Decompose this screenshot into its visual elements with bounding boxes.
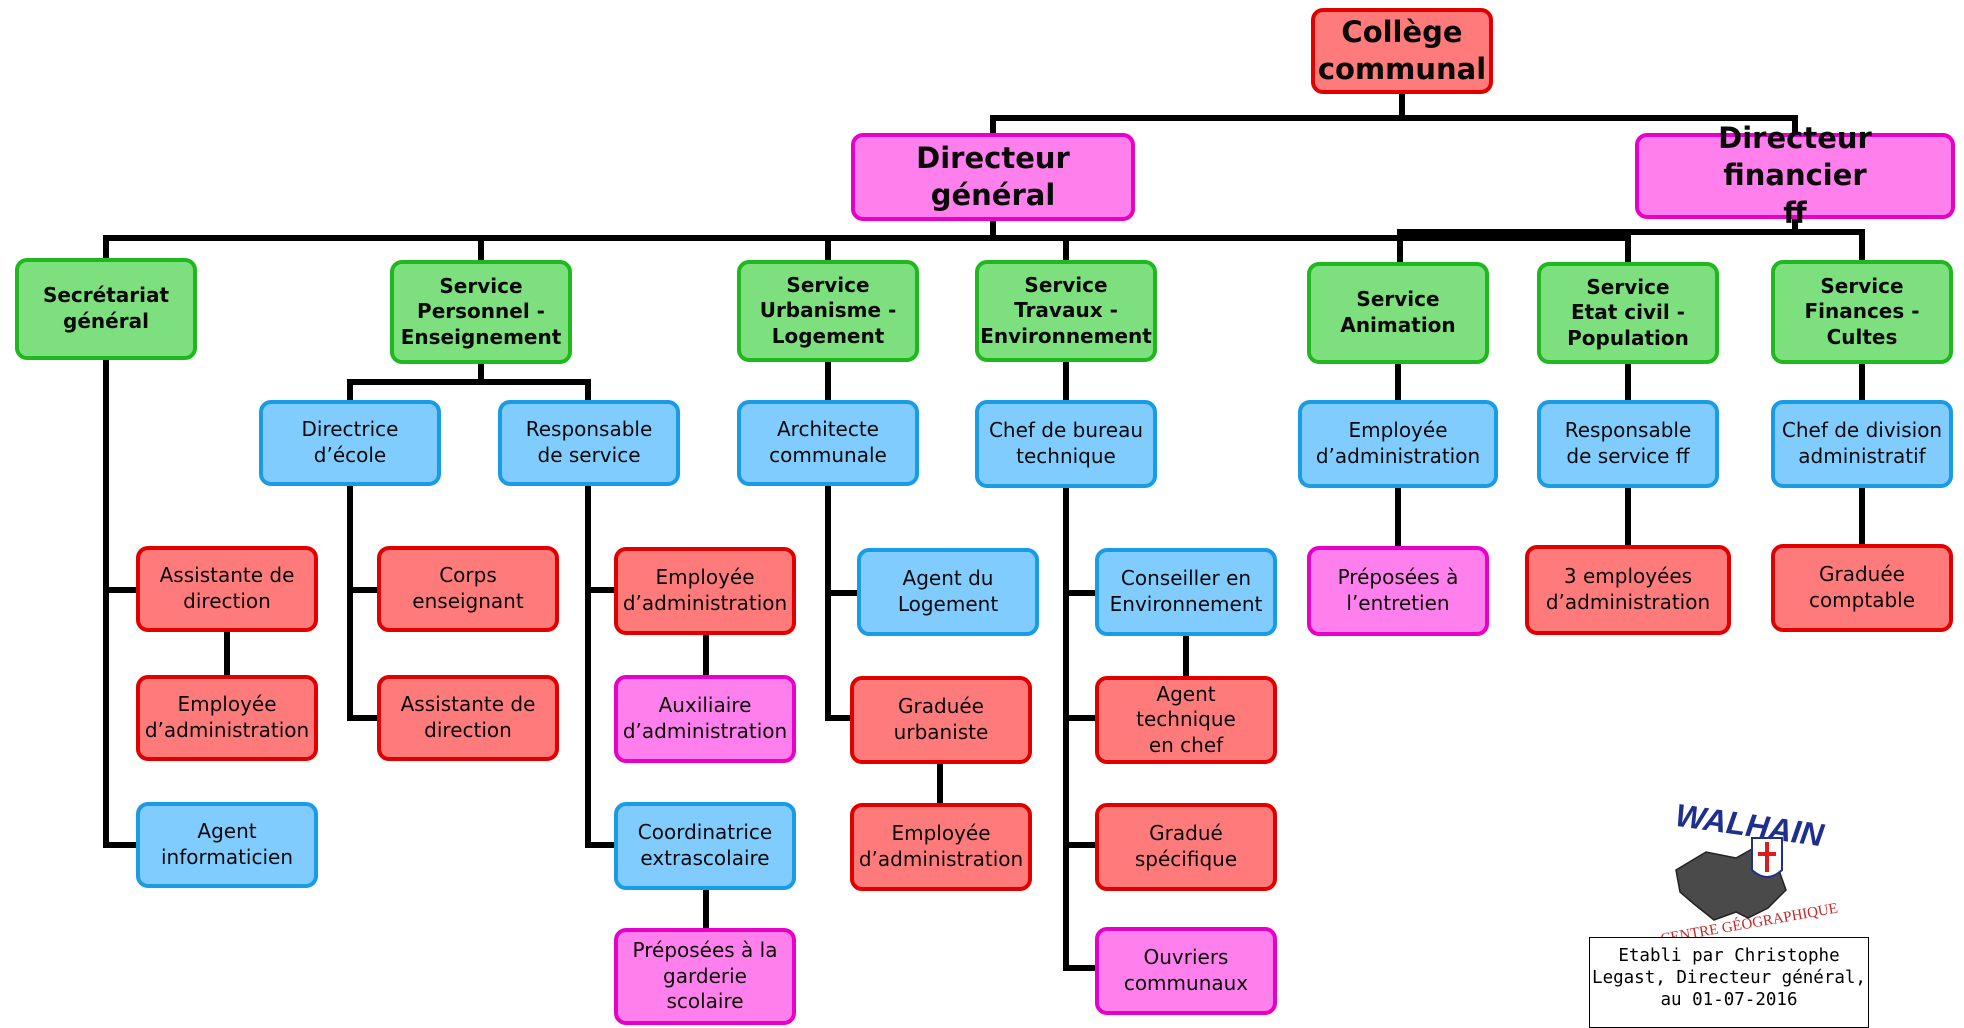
node-anim-preposees-entretien: Préposées à l’entretien (1307, 546, 1489, 636)
node-service-etat-civil: Service Etat civil - Population (1537, 262, 1719, 364)
node-trav-gradue-specifique: Gradué spécifique (1095, 803, 1277, 891)
node-pers-corps-enseignant: Corps enseignant (377, 546, 559, 632)
node-service-animation: Service Animation (1307, 262, 1489, 364)
node-pers-assistante-direction: Assistante de direction (377, 675, 559, 761)
node-pers-coordinatrice-extrascolaire: Coordinatrice extrascolaire (614, 802, 796, 890)
node-pers-directrice-ecole: Directrice d’école (259, 400, 441, 486)
node-sec-assistante-direction: Assistante de direction (136, 546, 318, 632)
node-sec-employee-administration: Employée d’administration (136, 675, 318, 761)
node-pers-responsable-service: Responsable de service (498, 400, 680, 486)
credit-box: Etabli par Christophe Legast, Directeur … (1589, 937, 1869, 1028)
node-pers-auxiliaire-administration: Auxiliaire d’administration (614, 675, 796, 763)
logo-name-text: WALHAIN (1673, 800, 1827, 853)
node-trav-chef-bureau-technique: Chef de bureau technique (975, 400, 1157, 488)
node-pers-preposees-garderie: Préposées à la garderie scolaire (614, 928, 796, 1025)
node-urb-graduee-urbaniste: Graduée urbaniste (850, 676, 1032, 764)
node-college-communal: Collège communal (1311, 8, 1493, 94)
node-trav-conseiller-environnement: Conseiller en Environnement (1095, 548, 1277, 636)
node-civ-responsable-service-ff: Responsable de service ff (1537, 400, 1719, 488)
node-directeur-general: Directeur général (851, 133, 1135, 221)
node-urb-architecte-communale: Architecte communale (737, 400, 919, 486)
node-service-personnel: Service Personnel - Enseignement (390, 260, 572, 364)
node-pers-employee-administration: Employée d’administration (614, 547, 796, 635)
node-trav-ouvriers-communaux: Ouvriers communaux (1095, 927, 1277, 1015)
node-directeur-financier: Directeur financier ff (1635, 121, 1955, 230)
node-trav-agent-technique-chef: Agent technique en chef (1095, 676, 1277, 764)
node-civ-employees-administration: 3 employées d’administration (1525, 545, 1731, 635)
node-fin-graduee-comptable: Graduée comptable (1771, 544, 1953, 632)
walhain-logo: WALHAIN CENTRE GÉOGRAPHIQUE (1659, 800, 1839, 940)
node-anim-employee-administration: Employée d’administration (1298, 400, 1498, 488)
node-service-urbanisme: Service Urbanisme - Logement (737, 260, 919, 362)
node-service-finances: Service Finances - Cultes (1771, 260, 1953, 364)
node-urb-employee-administration: Employée d’administration (850, 803, 1032, 891)
node-fin-chef-division: Chef de division administratif (1771, 400, 1953, 488)
node-urb-agent-logement: Agent du Logement (857, 548, 1039, 636)
node-sec-agent-informaticien: Agent informaticien (136, 802, 318, 888)
node-secretariat-general: Secrétariat général (15, 258, 197, 360)
node-service-travaux: Service Travaux - Environnement (975, 260, 1157, 362)
